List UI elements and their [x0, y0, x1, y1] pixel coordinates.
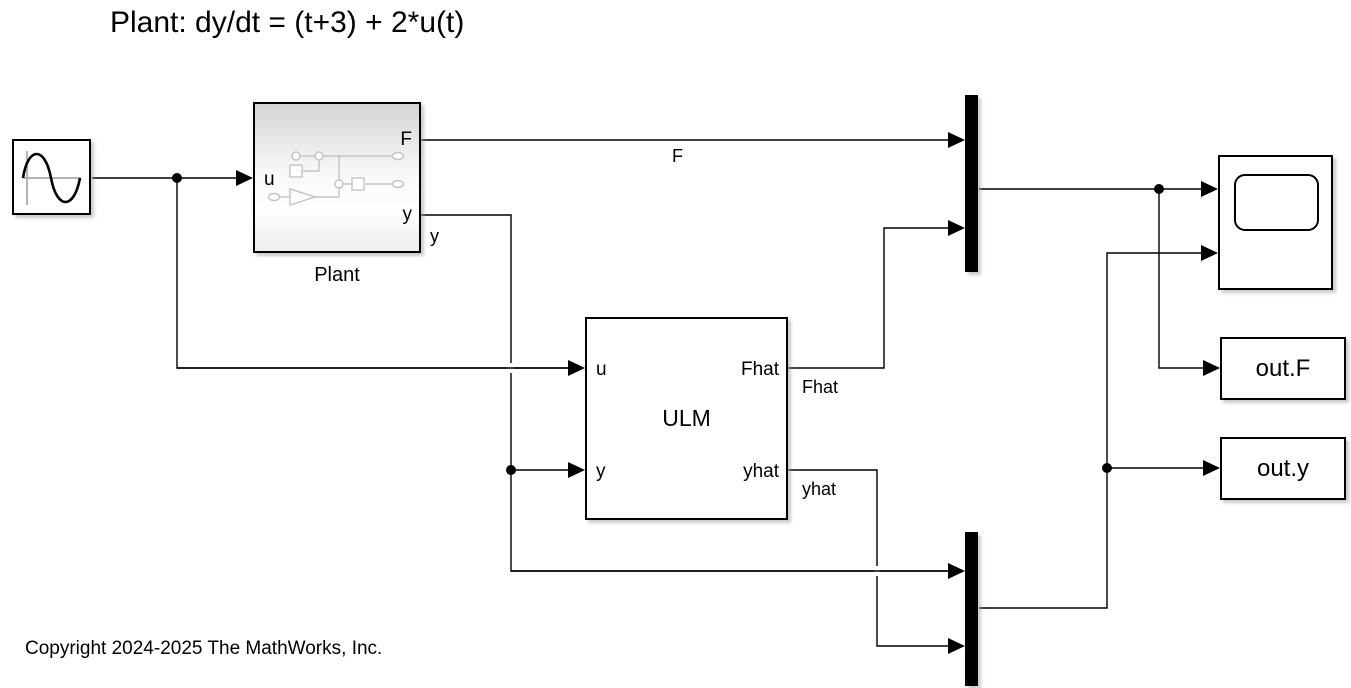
subsystem-preview-icon: [267, 151, 405, 206]
ulm-port-fhat: Fhat: [740, 359, 779, 380]
ulm-port-yhat: yhat: [743, 461, 779, 482]
arrowhead: [568, 360, 585, 376]
arrowhead: [1201, 245, 1218, 261]
branch-dot: [1154, 184, 1164, 194]
arrowhead: [1203, 360, 1220, 376]
branch-dot: [1102, 463, 1112, 473]
ulm-port-y: y: [596, 461, 606, 482]
arrowhead: [948, 638, 965, 654]
plant-block-name: Plant: [314, 264, 360, 286]
wire-fhat-to-mux-top[interactable]: [788, 227, 949, 369]
outport-out-f[interactable]: out.F: [1220, 337, 1346, 400]
signal-label-yhat: yhat: [802, 479, 837, 499]
branch-dot: [172, 173, 182, 183]
sine-wave-icon: [21, 151, 82, 205]
wire-plant-y-to-ulm-y[interactable]: [421, 214, 569, 471]
branch-dot: [506, 465, 516, 475]
arrowhead: [568, 462, 585, 478]
plant-port-u: u: [264, 169, 275, 190]
arrowhead: [948, 563, 965, 579]
ulm-block[interactable]: u y Fhat yhat: [585, 317, 788, 520]
model-title-annotation: Plant: dy/dt = (t+3) + 2*u(t): [110, 6, 465, 39]
arrowhead: [1203, 460, 1220, 476]
copyright-annotation: Copyright 2024-2025 The MathWorks, Inc.: [25, 638, 383, 659]
signal-label-fhat: Fhat: [802, 377, 839, 397]
wire-mux-bottom-to-scope[interactable]: [979, 252, 1204, 609]
arrowhead: [1201, 181, 1218, 197]
plant-port-f: F: [400, 129, 412, 150]
mux-block-top[interactable]: [965, 95, 978, 272]
plant-port-y: y: [402, 204, 413, 225]
arrowhead: [948, 220, 965, 236]
arrowhead: [236, 170, 253, 186]
outport-out-y[interactable]: out.y: [1220, 437, 1346, 500]
plant-subsystem-block[interactable]: u F y: [253, 102, 421, 253]
mux-block-bottom[interactable]: [965, 532, 978, 686]
signal-label-y: y: [430, 226, 439, 246]
arrowhead: [948, 132, 965, 148]
outport-out-f-label: out.F: [1255, 354, 1311, 382]
scope-block[interactable]: [1218, 155, 1333, 290]
ulm-block-name: ULM: [662, 405, 711, 431]
scope-screen-icon: [1234, 174, 1319, 231]
ulm-port-u: u: [596, 359, 607, 380]
sine-wave-block[interactable]: [12, 139, 91, 215]
signal-label-f: F: [672, 146, 683, 166]
outport-out-y-label: out.y: [1256, 454, 1310, 482]
wire-branch-to-outf[interactable]: [1158, 189, 1204, 369]
wire-yhat-to-mux-bottom[interactable]: [788, 469, 949, 647]
